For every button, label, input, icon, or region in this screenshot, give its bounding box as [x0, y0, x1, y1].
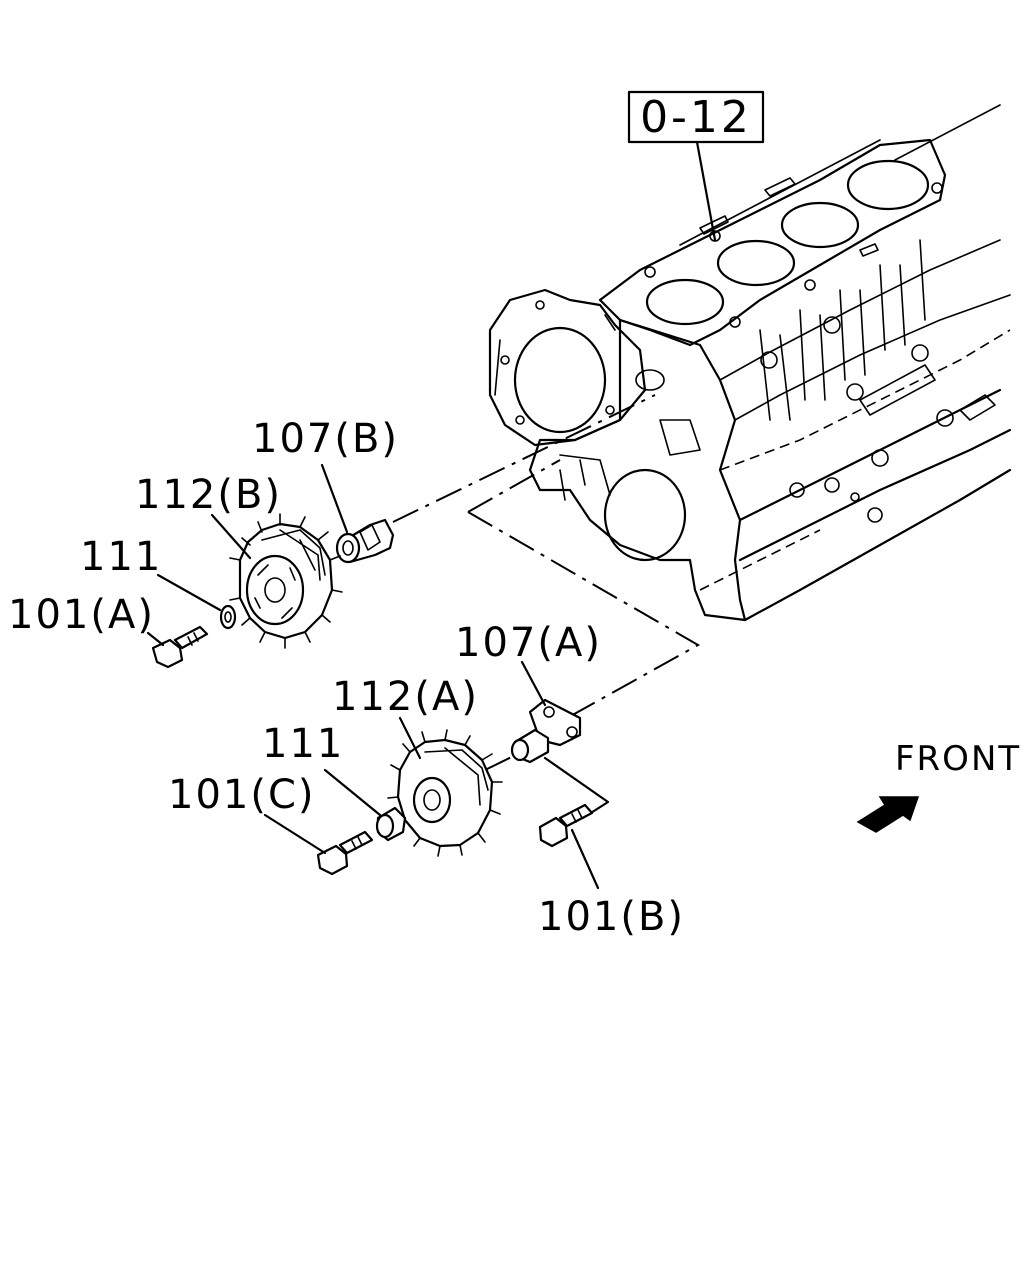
part-101a-bolt: [146, 625, 209, 669]
reference-box-label: 0-12: [640, 92, 752, 143]
part-101c-bolt: [263, 813, 374, 876]
center-lines: [392, 394, 701, 771]
label-101c: 101(C): [168, 772, 316, 818]
part-111-lower-spacer: [323, 768, 407, 842]
label-101a: 101(A): [8, 592, 155, 638]
reference-box: 0-12: [627, 90, 765, 242]
label-107b: 107(B): [252, 416, 399, 462]
front-label: FRONT: [895, 739, 1021, 779]
part-107b-bushing: [320, 463, 395, 564]
label-111-lower: 111: [262, 721, 344, 767]
label-111-upper: 111: [80, 534, 162, 580]
part-112b-gear: [210, 513, 343, 649]
label-107a: 107(A): [455, 620, 602, 666]
part-111-upper-washer: [156, 573, 237, 630]
label-112b: 112(B): [135, 472, 282, 518]
front-direction-indicator: FRONT: [856, 739, 1021, 833]
part-112a-gear: [387, 716, 503, 857]
engine-block: [488, 104, 1012, 622]
front-arrow-icon: [856, 796, 920, 833]
label-112a: 112(A): [332, 674, 479, 720]
part-101b-bolt: [538, 803, 600, 890]
part-107a-shaft: [510, 660, 610, 820]
label-101b: 101(B): [538, 894, 685, 940]
